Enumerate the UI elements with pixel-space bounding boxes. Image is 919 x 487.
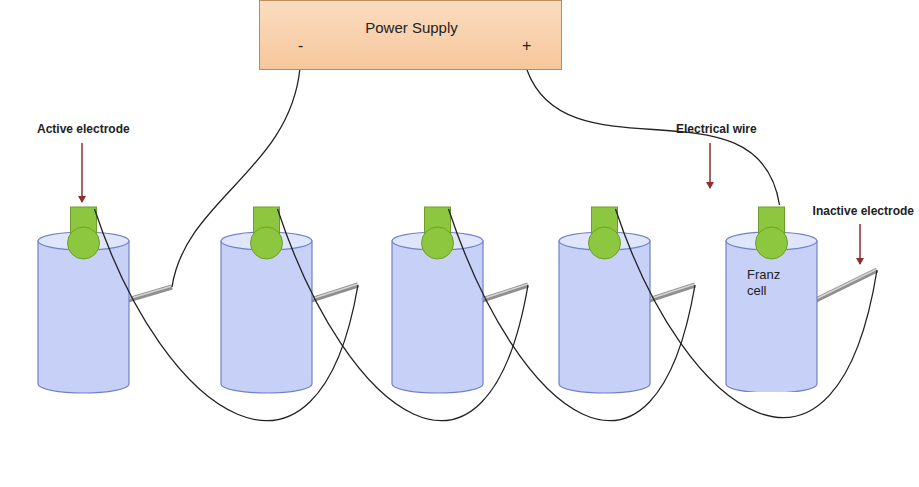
rod-highlight <box>816 269 877 299</box>
inactive-electrode-rod <box>816 270 877 300</box>
inactive-electrode-rod <box>311 285 358 300</box>
device-name: Power Supply <box>365 19 458 36</box>
part-label: Inactive electrode <box>813 204 914 218</box>
wire <box>95 209 359 421</box>
franz-cell-drawing <box>559 207 650 393</box>
part-label: Active electrode <box>37 122 130 136</box>
franz-cell-drawing <box>38 207 129 393</box>
inactive-electrode-rod <box>649 285 695 300</box>
franz-cell-outline <box>725 205 818 392</box>
inactive-electrode-rod <box>128 287 172 300</box>
leader-arrow <box>859 224 861 264</box>
franz-cell-drawing <box>221 207 312 393</box>
terminal-sign: + <box>522 37 531 55</box>
inactive-electrode-rod <box>482 285 528 300</box>
wire <box>449 209 696 421</box>
leader-arrow <box>709 143 711 188</box>
negative-wire <box>172 68 300 287</box>
wire <box>278 209 529 421</box>
rod-highlight <box>311 284 358 299</box>
rod-highlight <box>482 284 528 299</box>
part-label: Electrical wire <box>676 122 757 136</box>
franz-cell-drawing <box>726 207 817 392</box>
leader-arrow <box>81 143 83 202</box>
franz-cell: Franz cell <box>725 205 818 392</box>
cell-name: Franz cell <box>747 267 791 300</box>
electrical-wire <box>527 70 780 205</box>
franz-cell-drawing <box>392 207 483 393</box>
terminal-sign: - <box>298 37 303 55</box>
rod-highlight <box>649 284 695 299</box>
wire <box>616 209 878 417</box>
rod-highlight <box>128 286 172 299</box>
power-supply-box: Power Supply - + <box>259 0 562 70</box>
